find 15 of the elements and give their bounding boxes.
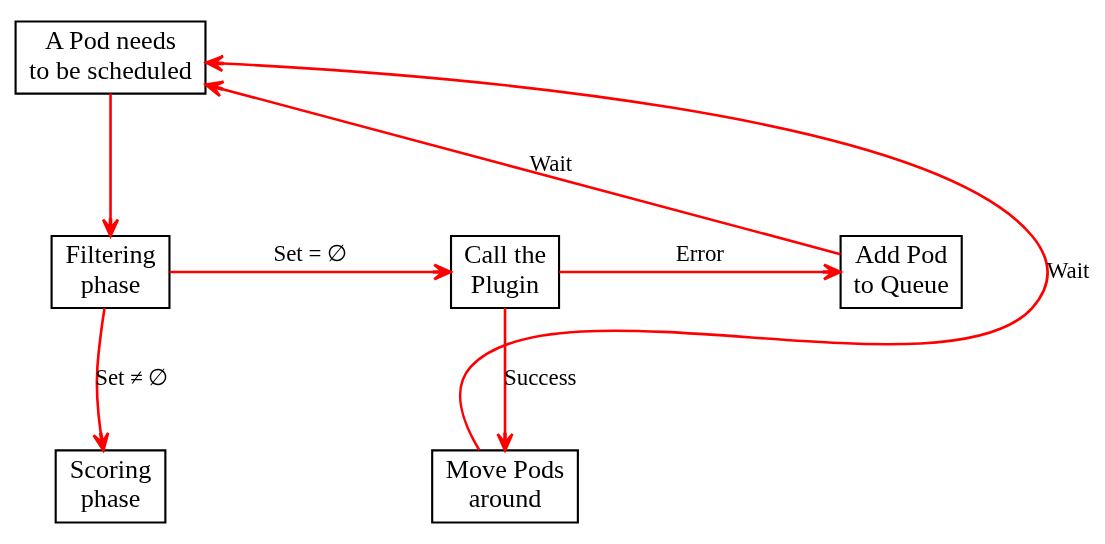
arrow [496, 308, 514, 452]
arrow [204, 54, 1049, 451]
node-box: Move Pods around [431, 449, 579, 524]
arrow [169, 263, 452, 281]
edge-label: Set = ∅ [273, 240, 348, 266]
node-box: Add Pod to Queue [839, 234, 963, 310]
node-box: Call the Plugin [449, 234, 561, 310]
arrow [204, 80, 841, 256]
arrow [559, 263, 842, 281]
node-box: Filtering phase [50, 234, 171, 310]
arrow [101, 93, 120, 238]
node-box: A Pod needs to be scheduled [14, 20, 207, 95]
edge-label: Wait [529, 150, 573, 176]
edge-label: Error [675, 240, 724, 266]
node-box: Scoring phase [54, 449, 167, 524]
